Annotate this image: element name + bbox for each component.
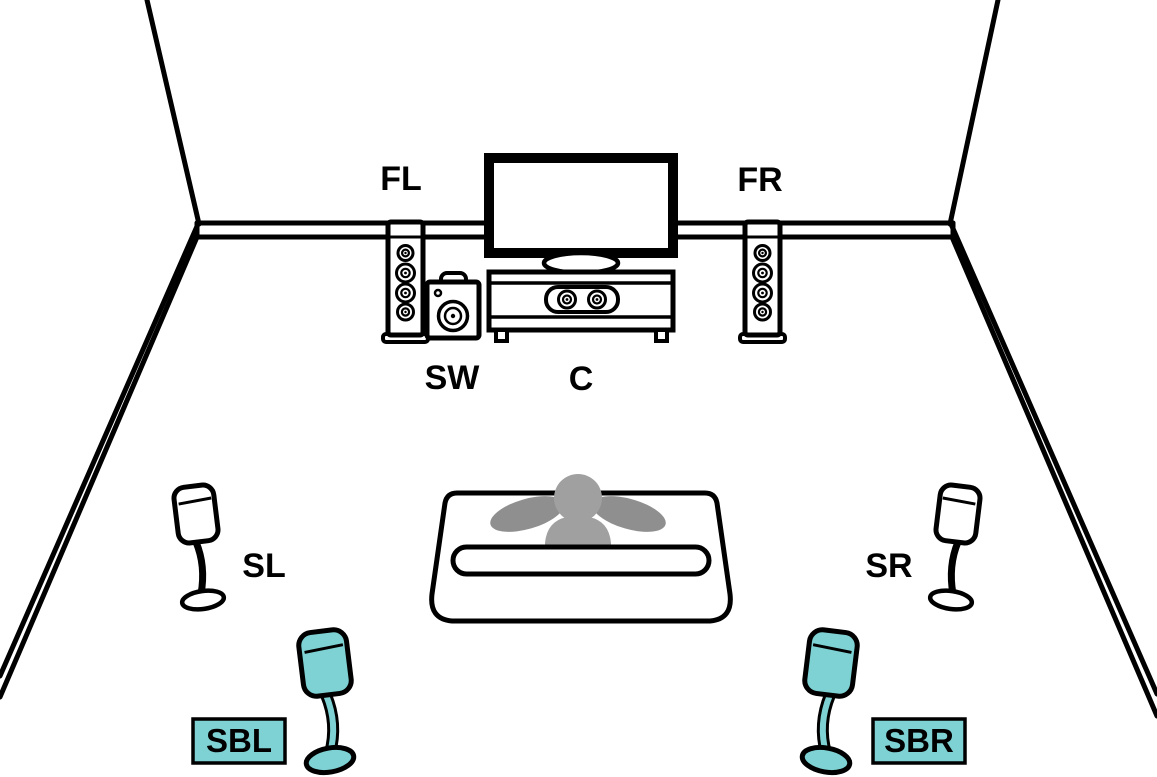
surround-back-left-speaker xyxy=(296,627,357,776)
surround-back-right-speaker xyxy=(799,627,860,776)
center-speaker xyxy=(544,285,620,314)
front-right-speaker xyxy=(738,219,787,344)
surround-back-left-label: SBL xyxy=(206,722,272,759)
front-left-label: FL xyxy=(380,160,422,198)
front-left-speaker-body xyxy=(385,219,426,338)
cabinet-left-leg xyxy=(494,328,509,343)
center-speaker-body xyxy=(544,285,620,314)
listener-left-arm xyxy=(490,496,564,532)
front-right-speaker-body xyxy=(742,219,783,338)
surround-right-speaker-head xyxy=(933,482,983,546)
surround-back-right-label-background xyxy=(871,717,967,765)
right-floor-line-upper xyxy=(948,221,1157,697)
subwoofer-port xyxy=(433,288,443,298)
tv xyxy=(484,153,678,276)
sofa-and-listener xyxy=(429,474,733,624)
cabinet-right-leg xyxy=(654,328,669,343)
surround-left-label: SL xyxy=(242,547,285,585)
surround-back-left-speaker-head xyxy=(296,627,354,699)
front-left-speaker-drivers xyxy=(395,244,416,322)
sofa-seat-cushion xyxy=(450,544,712,577)
surround-back-right-speaker-head xyxy=(802,627,860,699)
tv-screen xyxy=(484,153,678,258)
surround-right-label: SR xyxy=(865,547,912,585)
surround-back-left-speaker-foot xyxy=(303,744,357,776)
surround-back-left-label-background xyxy=(191,717,287,765)
left-floor-line-upper xyxy=(0,221,201,679)
surround-back-right-label-box: SBR xyxy=(871,717,967,765)
right-floor-line-lower xyxy=(949,234,1157,719)
surround-back-left-label-box: SBL xyxy=(191,717,287,765)
right-wall-corner-line xyxy=(947,0,1001,227)
listener-right-arm xyxy=(592,496,666,532)
surround-back-right-label: SBR xyxy=(884,722,954,759)
center-label: C xyxy=(569,360,594,398)
surround-right-speaker xyxy=(927,482,983,612)
subwoofer-driver xyxy=(436,299,470,333)
surround-left-speaker-foot xyxy=(179,588,227,612)
front-right-label: FR xyxy=(737,161,782,199)
left-wall-corner-line xyxy=(144,0,202,227)
subwoofer xyxy=(424,271,482,341)
subwoofer-label: SW xyxy=(425,359,481,397)
listener-head xyxy=(554,474,602,522)
surround-right-speaker-stand xyxy=(947,538,962,598)
surround-back-right-speaker-foot xyxy=(799,744,853,776)
surround-left-speaker-head xyxy=(171,482,221,546)
center-speaker-left-driver xyxy=(557,289,577,310)
surround-right-speaker-foot xyxy=(927,588,975,612)
surround-left-speaker-stand xyxy=(192,538,207,598)
front-right-speaker-drivers xyxy=(752,244,773,322)
left-floor-line-lower xyxy=(0,234,200,700)
center-speaker-right-driver xyxy=(587,289,607,310)
front-left-speaker xyxy=(381,219,430,344)
surround-left-speaker xyxy=(171,482,227,612)
